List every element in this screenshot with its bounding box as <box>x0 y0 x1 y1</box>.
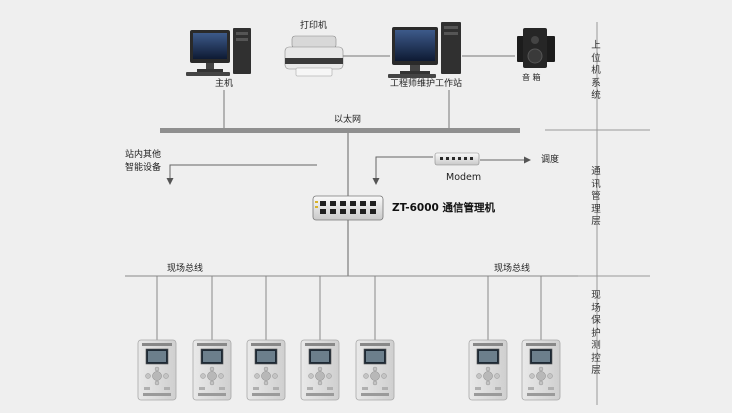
comm-links <box>166 133 531 276</box>
ethernet-label: 以太网 <box>334 115 362 125</box>
other-devices-label-line2: 智能设备 <box>125 163 162 173</box>
protection-device <box>521 339 561 401</box>
dispatch-label: 调度 <box>541 155 560 165</box>
protection-device <box>137 339 177 401</box>
protection-device <box>355 339 395 401</box>
protection-device <box>192 339 232 401</box>
speaker-label: 音 箱 <box>522 73 541 82</box>
printer-label: 打印机 <box>300 21 328 31</box>
layer-label-comm-management: 通讯管理层 <box>591 166 601 227</box>
modem-icon <box>434 152 480 166</box>
fieldbus-left-label: 现场总线 <box>167 264 204 274</box>
fieldbus-right-label: 现场总线 <box>494 264 531 274</box>
speaker-icon <box>517 28 555 68</box>
modem-label: Modem <box>446 172 482 183</box>
comm-manager-device <box>312 195 384 221</box>
host-computer <box>186 28 251 76</box>
protection-device <box>300 339 340 401</box>
top-links <box>223 55 515 130</box>
protection-device <box>246 339 286 401</box>
field-devices <box>137 276 561 401</box>
other-devices-label-line1: 站内其他 <box>125 150 162 160</box>
layer-label-upper-system: 上位机系统 <box>591 40 601 101</box>
workstation-label: 工程师维护工作站 <box>390 79 463 89</box>
protection-device <box>468 339 508 401</box>
workstation-computer <box>388 22 461 78</box>
layer-label-field-protection: 现场保护测控层 <box>591 290 601 376</box>
host-label: 主机 <box>215 79 234 89</box>
ethernet-bus <box>160 128 520 133</box>
printer-icon <box>284 35 344 77</box>
comm-manager-label: ZT-6000 通信管理机 <box>392 202 495 214</box>
